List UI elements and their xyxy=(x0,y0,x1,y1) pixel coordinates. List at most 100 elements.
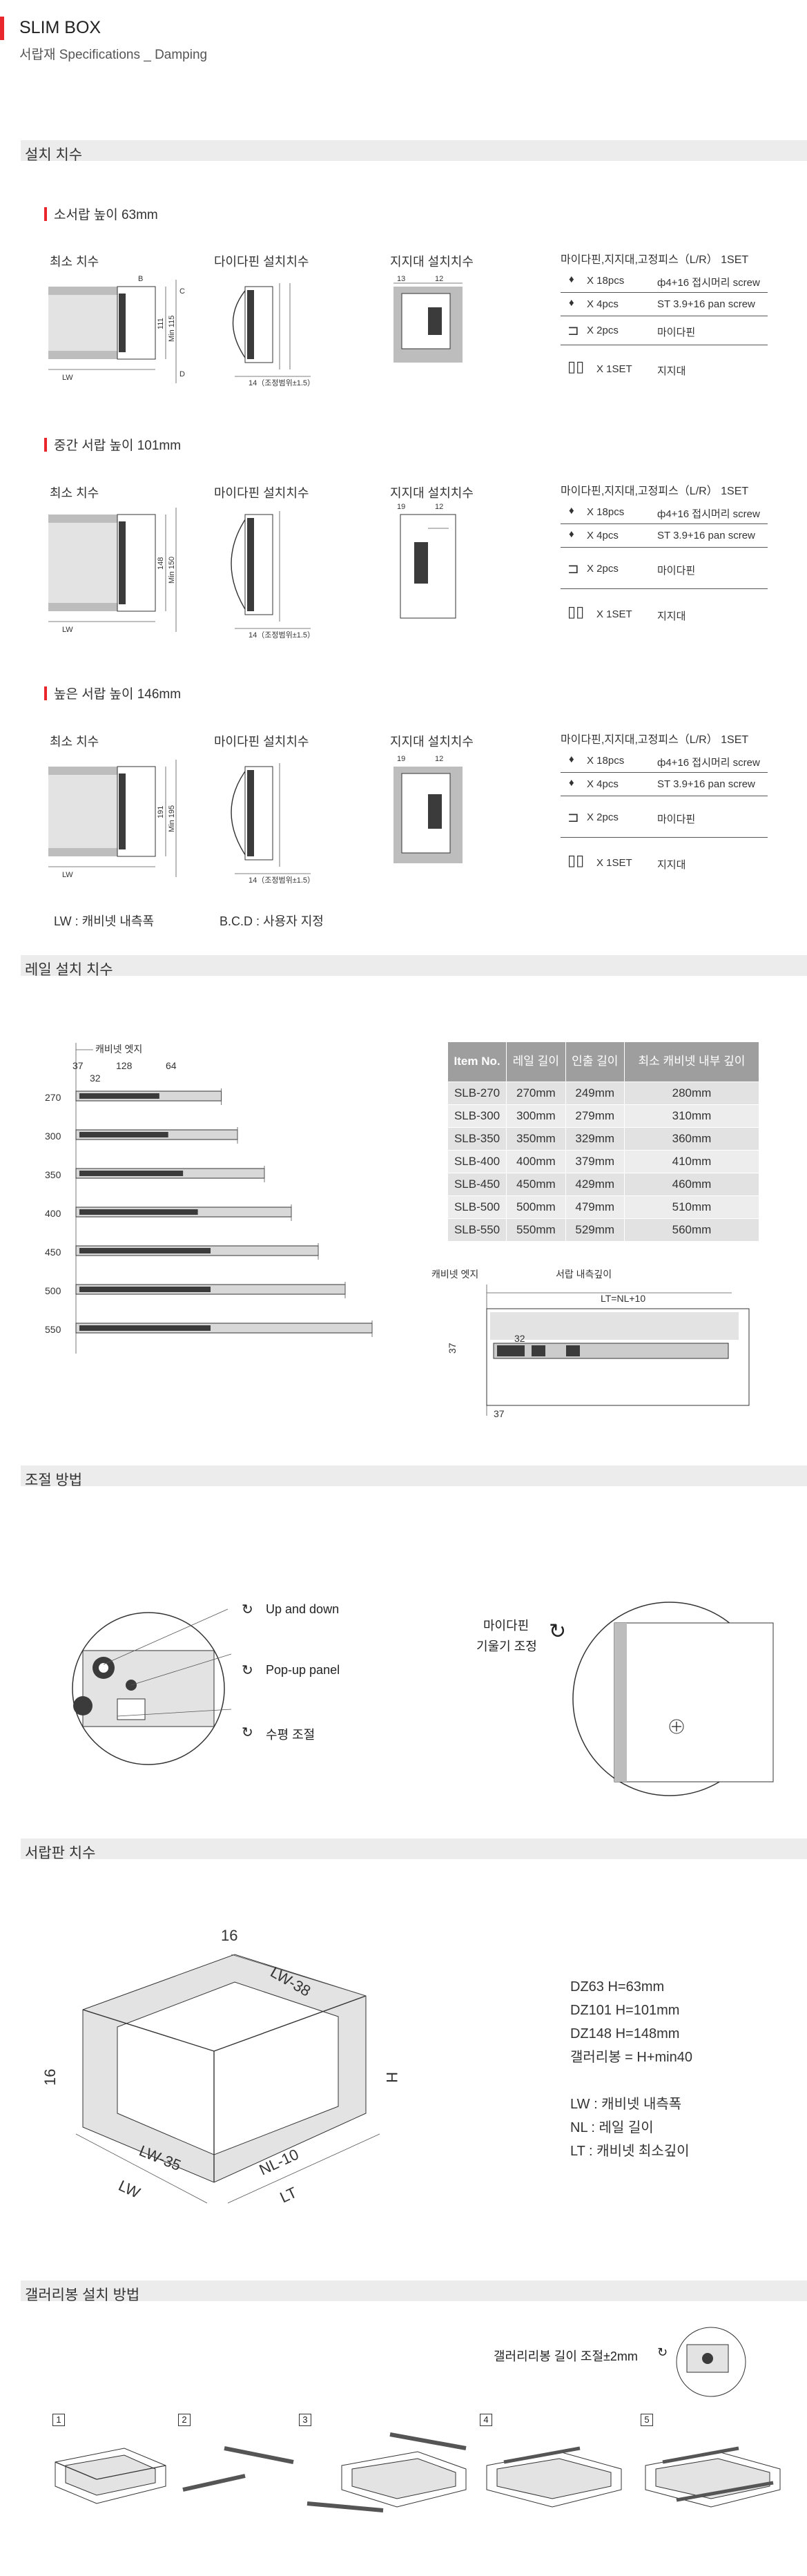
svg-text:LW: LW xyxy=(62,374,73,382)
rail-inner-bar xyxy=(79,1287,211,1292)
svg-text:12: 12 xyxy=(435,503,443,511)
svg-text:LW: LW xyxy=(62,626,73,634)
svg-text:32: 32 xyxy=(514,1333,525,1344)
rail-length-label: 270 xyxy=(45,1092,61,1103)
col-min-label: 최소 치수 xyxy=(50,735,99,749)
col-support-label: 지지대 설치치수 xyxy=(390,255,474,269)
page-title: SLIM BOX xyxy=(19,18,101,37)
drawer-title: 중간 서랍 높이 101mm xyxy=(44,435,181,454)
gallery-step-2 xyxy=(182,2446,294,2492)
pin-icon: ⊐ xyxy=(567,323,579,338)
popup-label: Pop-up panel xyxy=(266,1663,340,1677)
plate-notes: LW : 캐비넷 내측폭 NL : 레일 길이 LT : 캐비넷 최소깊이 xyxy=(570,2097,690,2159)
min-dimension-diagram: LW 191 Min 195 xyxy=(48,760,177,879)
screw-icon: ♦ xyxy=(569,753,574,765)
svg-text:Min 150: Min 150 xyxy=(168,557,176,584)
section-rail-header: 레일 설치 치수 xyxy=(21,955,807,978)
svg-text:16: 16 xyxy=(221,1927,237,1944)
svg-text:캐비넷 엣지: 캐비넷 엣지 xyxy=(431,1269,478,1280)
support-icon: ▯▯ xyxy=(567,603,585,620)
col-pin-label: 마이다핀 설치치수 xyxy=(214,735,309,749)
screw-icon: ♦ xyxy=(569,273,574,285)
svg-text:111: 111 xyxy=(157,318,165,329)
section-plate-header: 서랍판 치수 xyxy=(21,1838,807,1861)
svg-text:Min 195: Min 195 xyxy=(168,805,176,832)
tilt-label-1: 마이다핀 xyxy=(483,1619,529,1633)
pin-dimension-diagram: 14（조정범위±1.5） xyxy=(231,511,315,640)
section-install-header: 설치 치수 xyxy=(21,140,807,163)
gallery-step-5 xyxy=(645,2446,781,2508)
svg-text:13: 13 xyxy=(397,275,405,283)
rail-inner-bar xyxy=(79,1248,211,1253)
svg-text:37: 37 xyxy=(447,1343,458,1354)
tilt-label-2: 기울기 조정 xyxy=(476,1640,537,1653)
rail-inner-bar xyxy=(79,1093,159,1099)
gallery-step-4 xyxy=(486,2446,622,2508)
plate-specs: DZ63 H=63mm DZ101 H=101mm DZ148 H=148mm … xyxy=(570,1979,692,2065)
rotate-icon: ↻ xyxy=(657,2345,668,2359)
gallery-step-1 xyxy=(55,2448,166,2504)
section-adjust-header: 조절 방법 xyxy=(21,1465,807,1488)
svg-text:19: 19 xyxy=(397,755,405,763)
rail-inner-bar xyxy=(79,1325,211,1331)
col-pin-label: 다이다핀 설치치수 xyxy=(214,255,309,269)
header-accent xyxy=(0,17,4,40)
rail-inner-bar xyxy=(79,1171,184,1176)
step-number: 5 xyxy=(641,2414,653,2426)
adjust-pointer-lines xyxy=(103,1608,232,1717)
updown-label: Up and down xyxy=(266,1602,340,1616)
pin-icon: ⊐ xyxy=(567,810,579,825)
rotate-icon: ↻ xyxy=(242,1725,253,1740)
svg-text:191: 191 xyxy=(157,806,165,818)
svg-text:B: B xyxy=(138,275,143,283)
gallery-detail-circle xyxy=(676,2327,746,2397)
drawer-title: 소서랍 높이 63mm xyxy=(44,204,158,223)
parts-title: 마이다핀,지지대,고정피스（L/R） 1SET xyxy=(561,254,749,266)
pin-icon: ⊐ xyxy=(567,561,579,577)
rail-length-label: 450 xyxy=(45,1247,61,1258)
col-min-label: 최소 치수 xyxy=(50,486,99,500)
rail-length-label: 550 xyxy=(45,1324,61,1335)
rotate-icon: ↻ xyxy=(242,1602,253,1617)
legend-lw: LW : 캐비넷 내측폭 xyxy=(54,914,155,928)
support-dimension-diagram: 13 12 xyxy=(393,275,463,363)
screw-icon: ♦ xyxy=(569,505,574,517)
rail-length-label: 350 xyxy=(45,1169,61,1180)
svg-text:14（조정범위±1.5）: 14（조정범위±1.5） xyxy=(249,378,315,387)
svg-text:12: 12 xyxy=(435,275,443,283)
rail-length-label: 400 xyxy=(45,1208,61,1219)
svg-text:D: D xyxy=(179,370,185,378)
pin-dimension-diagram: 14（조정범위±1.5） xyxy=(231,763,315,885)
rail-length-diagram: 캐비넷 엣지 37 32 128 64 27030035040045050055… xyxy=(45,1043,373,1354)
svg-text:19: 19 xyxy=(397,503,405,511)
svg-text:C: C xyxy=(179,287,185,296)
level-label: 수평 조절 xyxy=(266,1728,315,1742)
min-dimension-diagram: LW 111 Min 115 B C D xyxy=(48,275,185,383)
parts-title: 마이다핀,지지대,고정피스（L/R） 1SET xyxy=(561,486,749,497)
legend-bcd: B.C.D : 사용자 지정 xyxy=(220,914,324,928)
col-support-label: 지지대 설치치수 xyxy=(390,486,474,500)
rotate-icon: ↻ xyxy=(549,1620,567,1643)
col-support-label: 지지대 설치치수 xyxy=(390,735,474,749)
support-icon: ▯▯ xyxy=(567,358,585,375)
step-number: 2 xyxy=(178,2414,191,2426)
step-number: 4 xyxy=(480,2414,492,2426)
rail-inner-bar xyxy=(79,1132,168,1137)
rotate-icon: ↻ xyxy=(242,1663,253,1678)
rail-spec-table: Item No. 레일 길이 인출 길이 최소 캐비넷 내부 깊이 SLB-27… xyxy=(447,1041,760,1242)
